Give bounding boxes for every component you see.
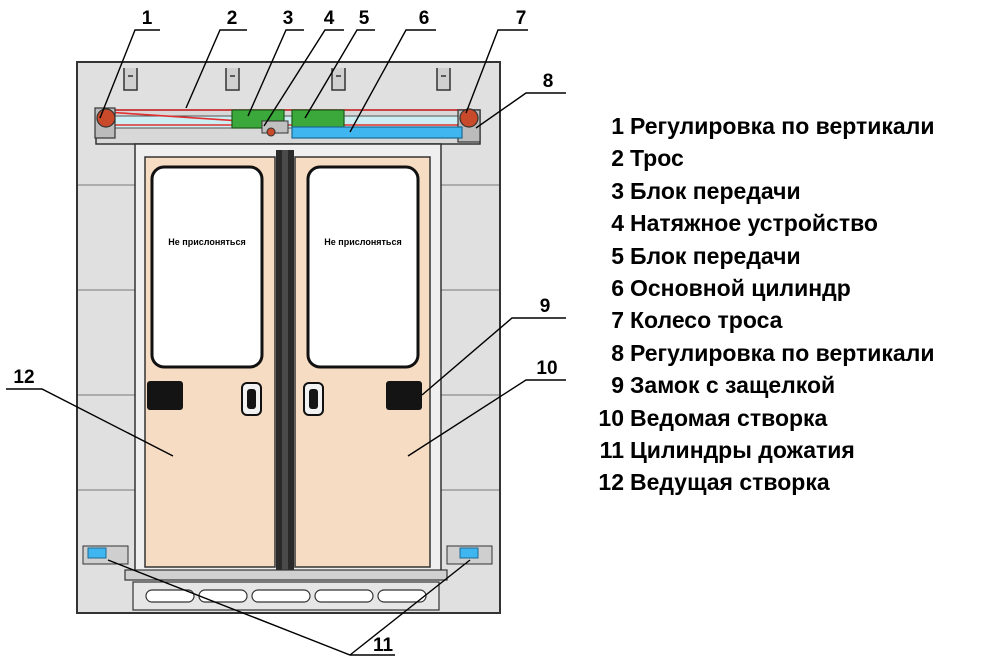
center-seal-core — [282, 150, 288, 570]
legend-text: Основной цилиндр — [630, 274, 851, 301]
legend-text: Колесо троса — [630, 307, 783, 334]
callout-8: 8 — [543, 71, 554, 92]
closing-cylinder-right — [459, 547, 479, 559]
callout-2: 2 — [227, 8, 238, 29]
callout-12: 12 — [13, 367, 34, 388]
legend-number: 12 — [598, 469, 624, 496]
legend-text: Регулировка по вертикали — [630, 339, 935, 366]
legend-number: 2 — [611, 145, 624, 172]
leading-leaf-window — [150, 165, 264, 369]
legend-text: Ведомая створка — [630, 404, 828, 431]
latch-lock — [386, 381, 422, 410]
legend-number: 10 — [598, 404, 624, 431]
callout-5: 5 — [359, 8, 370, 29]
tensioner-wheel — [266, 127, 276, 137]
callout-7: 7 — [516, 8, 527, 29]
legend-number: 11 — [599, 436, 624, 463]
driven-leaf-handle-slot — [309, 389, 318, 409]
legend-text: Блок передачи — [630, 177, 801, 204]
callout-3: 3 — [283, 8, 294, 29]
legend-number: 6 — [611, 274, 624, 301]
right-cable-pulley — [459, 108, 479, 128]
closing-cylinder-left — [87, 547, 107, 559]
callout-10: 10 — [536, 358, 557, 379]
legend-number: 3 — [611, 177, 624, 204]
legend-number: 1 — [611, 113, 624, 139]
legend-text: Трос — [630, 145, 684, 172]
callout-1: 1 — [142, 8, 153, 29]
legend-number: 4 — [611, 210, 624, 237]
transmission-block-right — [291, 109, 345, 129]
legend-text: Блок передачи — [630, 242, 801, 269]
callout-11: 11 — [373, 635, 394, 656]
driven-leaf-window — [306, 165, 420, 369]
callout-9: 9 — [540, 296, 551, 317]
legend-text: Регулировка по вертикали — [630, 113, 935, 139]
leading-leaf-handle-slot — [247, 389, 256, 409]
legend-number: 8 — [611, 339, 624, 366]
legend-number: 9 — [611, 372, 624, 399]
leading-leaf-lock — [147, 381, 183, 410]
legend-text: Натяжное устройство — [630, 210, 878, 237]
legend-number: 5 — [611, 242, 624, 269]
legend-text: Замок с защелкой — [630, 372, 836, 399]
legend-text: Ведущая створка — [630, 469, 830, 496]
header-brackets — [123, 68, 451, 91]
callout-4: 4 — [324, 8, 335, 29]
wall-seams — [78, 184, 499, 491]
window-sign-right: Не прислоняться — [324, 237, 401, 247]
leader-lines — [6, 29, 566, 656]
legend-text: Цилиндры дожатия — [630, 436, 855, 463]
left-cable-pulley — [96, 108, 116, 128]
threshold — [124, 569, 448, 581]
legend-number: 7 — [611, 307, 624, 334]
callout-6: 6 — [419, 8, 430, 29]
main-cylinder — [291, 126, 463, 139]
window-sign-left: Не прислоняться — [168, 237, 245, 247]
